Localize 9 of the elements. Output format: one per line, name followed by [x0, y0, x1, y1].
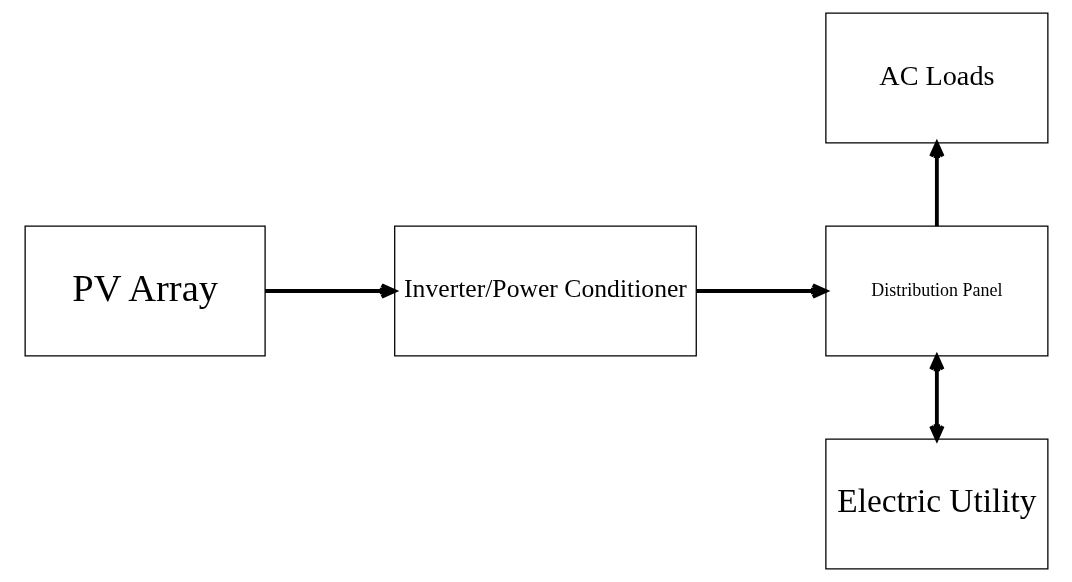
node-box: Distribution Panel — [824, 225, 1048, 357]
node-box: PV Array — [24, 225, 266, 357]
node-box: Inverter/Power Conditioner — [393, 225, 697, 357]
arrow — [264, 283, 396, 299]
node-box: AC Loads — [824, 12, 1048, 144]
arrow — [928, 354, 945, 442]
arrow — [696, 283, 828, 299]
arrow — [928, 141, 945, 227]
node-box: Electric Utility — [824, 438, 1048, 570]
